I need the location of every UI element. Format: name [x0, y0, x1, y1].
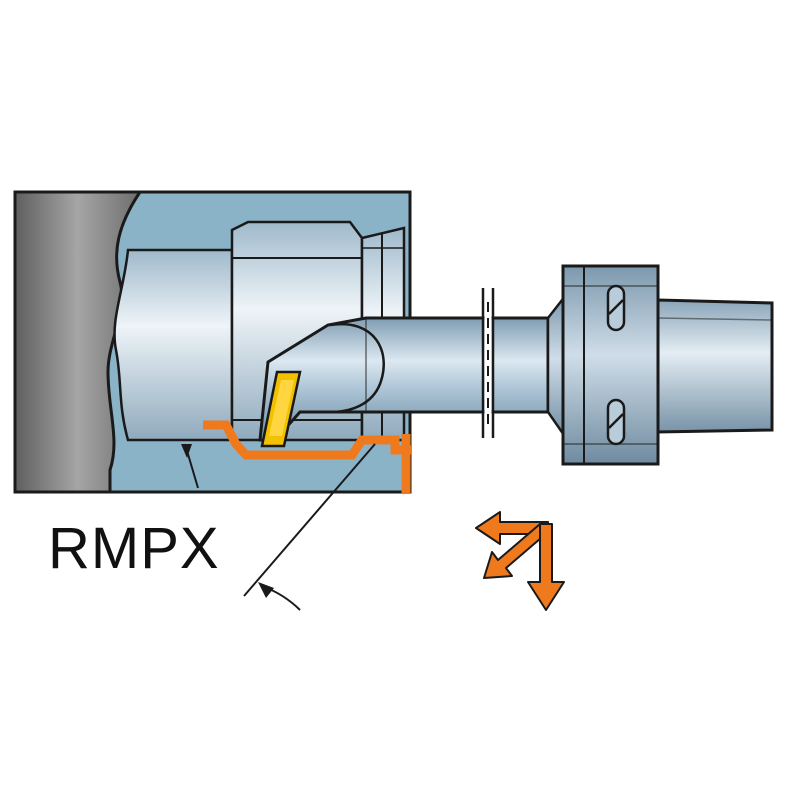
clamp-screw-icon	[606, 284, 626, 332]
boring-bar-icon	[258, 288, 550, 442]
feed-direction-arrows-icon	[475, 511, 565, 611]
operation-label: RMPX	[48, 516, 220, 581]
dimension-lines	[181, 443, 376, 611]
cut-path	[203, 420, 412, 494]
clamp-screw-icon	[606, 398, 626, 446]
tool-holder-icon	[546, 264, 774, 466]
cutting-insert-icon	[260, 370, 302, 448]
